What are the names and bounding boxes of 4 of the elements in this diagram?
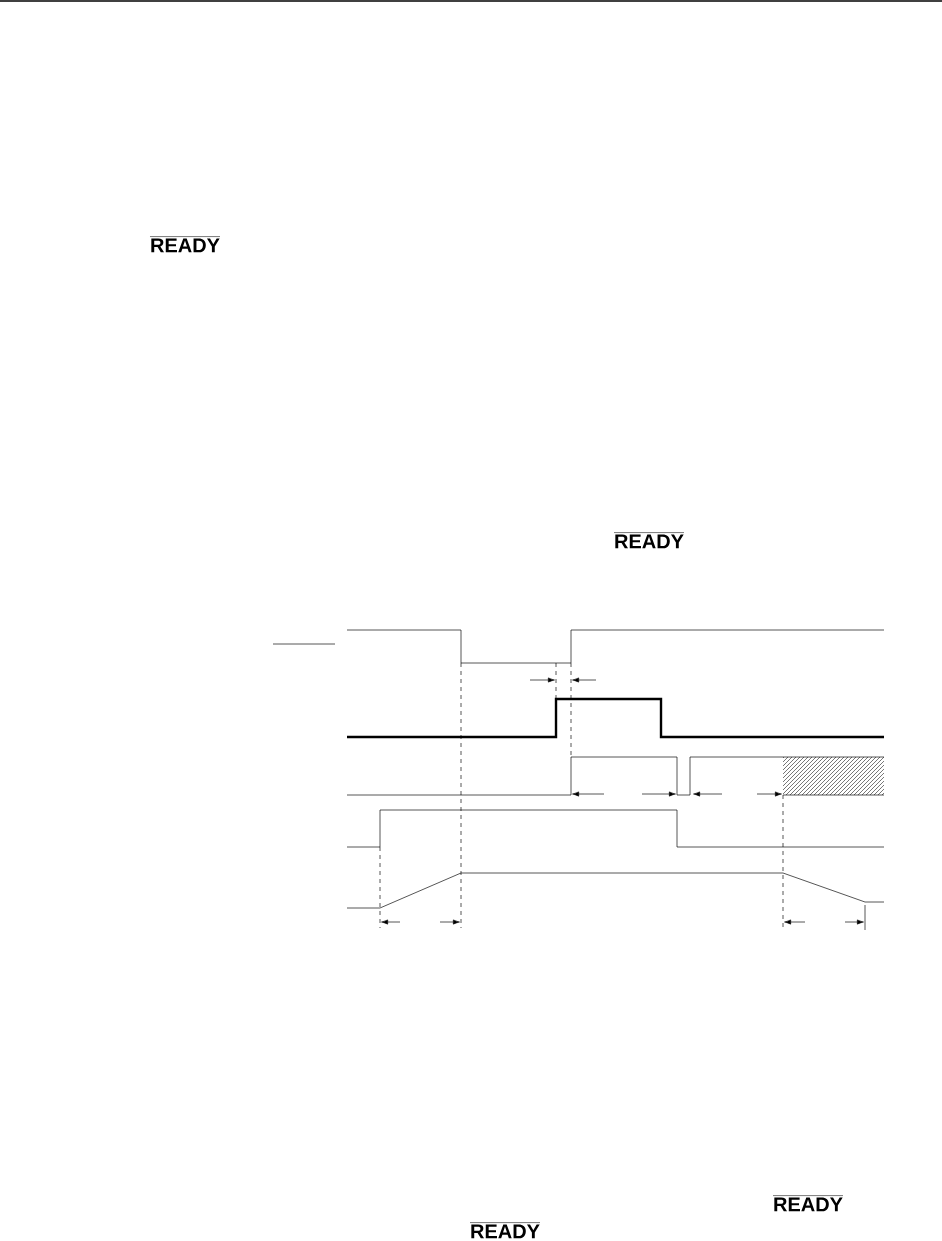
signal-name: READY xyxy=(772,1195,844,1212)
signal-name: READY xyxy=(613,532,685,549)
signal-name: READY xyxy=(469,1222,541,1239)
signal-name: READY xyxy=(149,236,221,253)
